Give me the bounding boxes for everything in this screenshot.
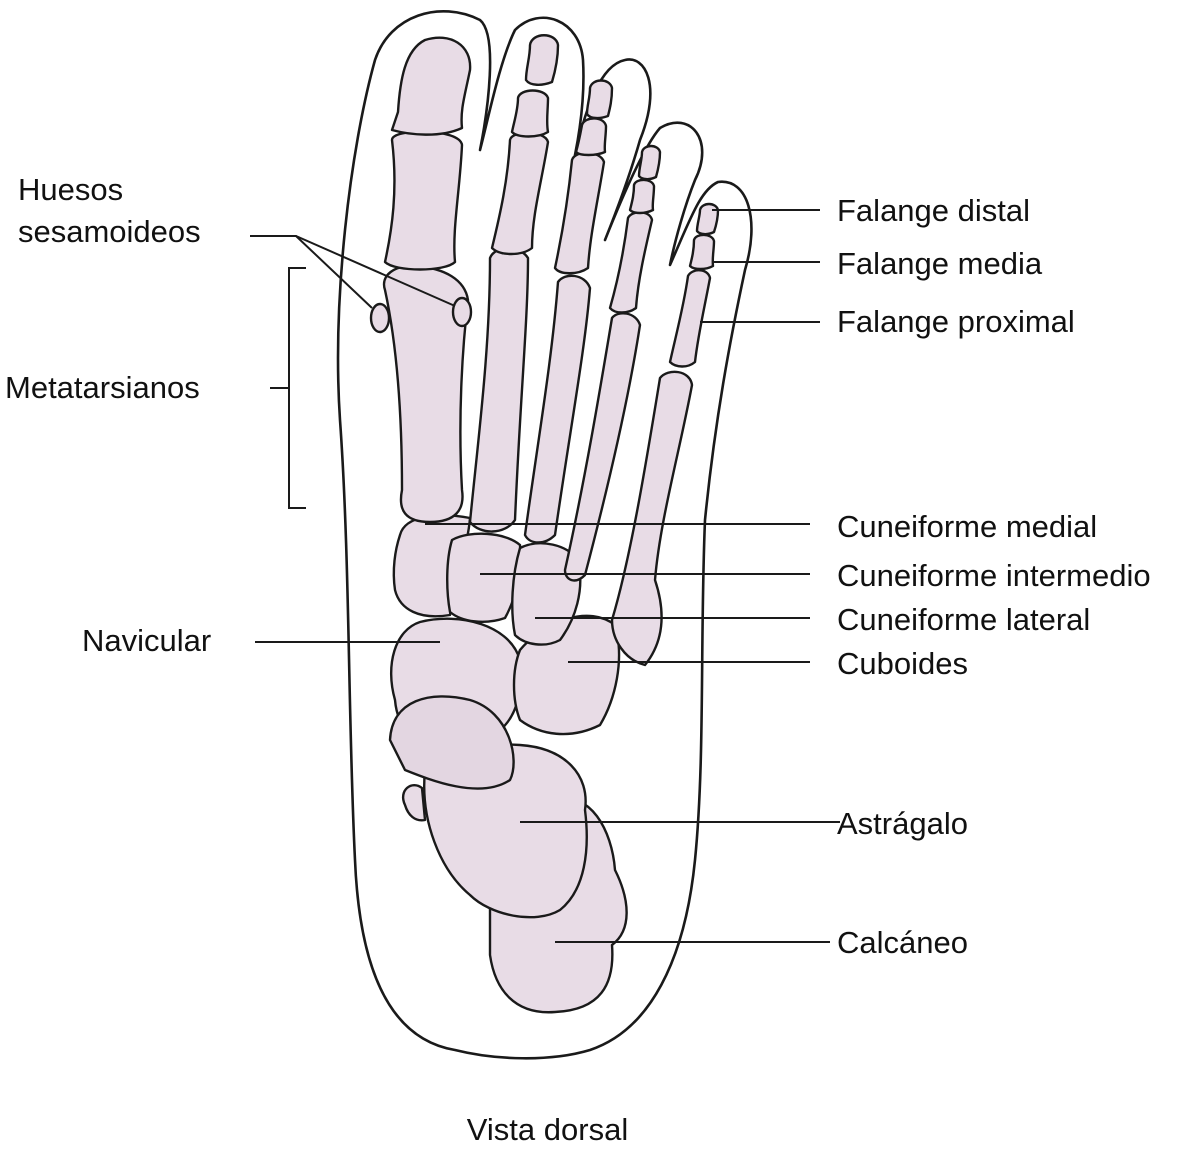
hallux-distal-phalanx: [390, 36, 472, 136]
sesamoid-lateral: [451, 296, 473, 328]
metatarsal-bracket: [288, 267, 306, 509]
toe3-middle-phalanx: [574, 117, 608, 157]
leader-lines: [250, 209, 840, 943]
label-cuboides: Cuboides: [837, 646, 968, 681]
label-cuneiforme-intermedio: Cuneiforme intermedio: [837, 558, 1151, 593]
metatarsal-5: [610, 370, 694, 667]
toe2-middle-phalanx: [510, 89, 550, 138]
toe2-proximal-phalanx: [490, 131, 550, 256]
label-metatarsianos: Metatarsianos: [5, 370, 200, 405]
toe2-distal-phalanx: [524, 34, 560, 86]
label-falange-distal: Falange distal: [837, 193, 1031, 228]
caption-vista-dorsal: Vista dorsal: [466, 1112, 629, 1147]
toe5-middle-phalanx: [688, 233, 716, 271]
label-cuneiforme-lateral: Cuneiforme lateral: [837, 602, 1091, 637]
sesamoid-medial: [369, 302, 391, 334]
label-navicular: Navicular: [82, 623, 212, 658]
label-cuneiforme-medial: Cuneiforme medial: [837, 509, 1098, 544]
label-astragalo: Astrágalo: [837, 806, 968, 841]
toe4-proximal-phalanx: [608, 211, 654, 314]
label-huesos-line2: sesamoideos: [18, 214, 201, 249]
hallux-proximal-phalanx: [383, 130, 464, 271]
label-calcaneo: Calcáneo: [837, 925, 968, 960]
label-huesos-line1: Huesos: [18, 172, 124, 207]
metatarsal-2: [468, 247, 530, 533]
label-falange-media: Falange media: [837, 246, 1043, 281]
toe3-distal-phalanx: [585, 79, 614, 120]
toe5-distal-phalanx: [695, 202, 720, 236]
toe4-distal-phalanx: [637, 144, 662, 181]
lateral-cuneiform-bone: [511, 542, 582, 646]
metatarsal-3: [523, 274, 592, 544]
toe3-proximal-phalanx: [553, 151, 606, 275]
leader-sesamoid: [250, 235, 373, 309]
toe4-middle-phalanx: [628, 178, 656, 215]
foot-skin-outline: [336, 10, 753, 1060]
intermediate-cuneiform-bone: [446, 532, 522, 624]
toe5-proximal-phalanx: [668, 269, 712, 368]
label-falange-proximal: Falange proximal: [837, 304, 1075, 339]
bones: [369, 34, 720, 1014]
